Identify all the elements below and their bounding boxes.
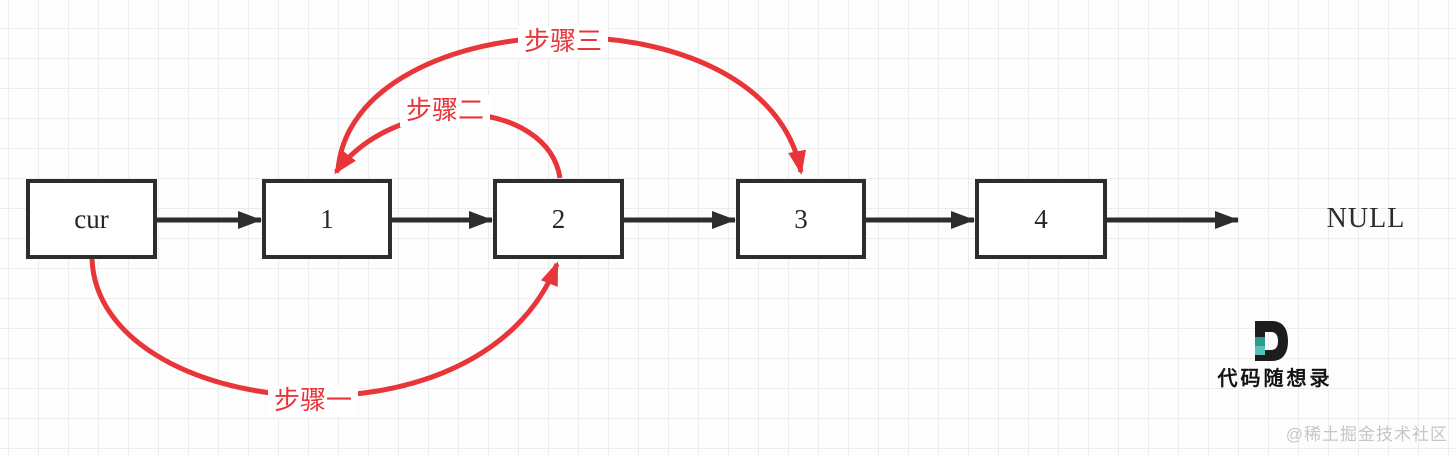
node-box-cur: cur	[26, 179, 157, 259]
node-box-2: 2	[493, 179, 624, 259]
step1-label: 步骤一	[267, 385, 359, 417]
node-label: 3	[794, 203, 808, 234]
node-box-1: 1	[262, 179, 392, 259]
node-label: 4	[1034, 203, 1048, 234]
step1-arc-cur-to-2	[89, 258, 560, 399]
watermark-site-name: 代码随想录	[1217, 368, 1333, 390]
community-credit: @稀土掘金技术社区	[1285, 425, 1448, 444]
carl-d-logo-icon	[1255, 321, 1288, 361]
node-box-3: 3	[736, 179, 866, 259]
node-label: 2	[551, 203, 566, 234]
node-box-4: 4	[975, 179, 1107, 259]
null-terminal-label: NULL	[1326, 203, 1406, 234]
step2-label: 步骤二	[399, 95, 491, 127]
step3-label: 步骤三	[517, 26, 609, 58]
node-label: cur	[74, 203, 109, 234]
node-label: 1	[320, 203, 334, 234]
